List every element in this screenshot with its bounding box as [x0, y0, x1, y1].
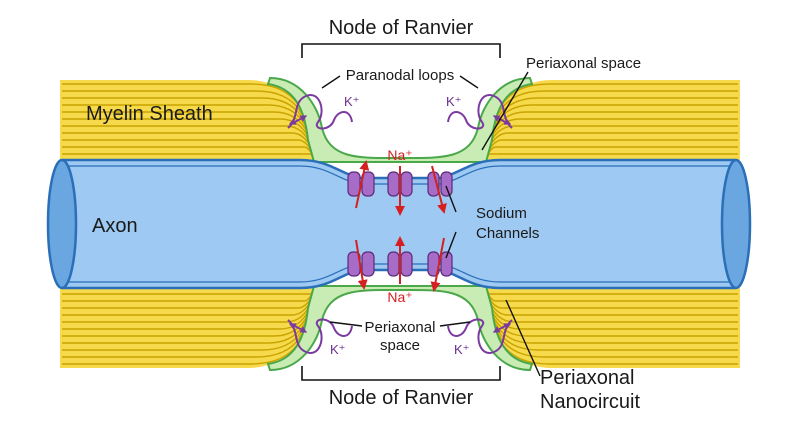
- node-bracket-bottom: [301, 366, 501, 381]
- potassium-ion-bottom-right-label: K⁺: [454, 342, 470, 357]
- axon-left-end: [46, 158, 78, 290]
- sodium-channel: [387, 171, 413, 197]
- potassium-ion-top-left-label: K⁺: [344, 94, 360, 109]
- potassium-ion-top-right-label: K⁺: [446, 94, 462, 109]
- paranodal-loops-label: Paranodal loops: [346, 67, 454, 84]
- periaxonal-nanocircuit-label-line2: Nanocircuit: [540, 391, 640, 413]
- sodium-channels-bottom: [347, 251, 453, 277]
- periaxonal-space-bottom-label-line2: space: [380, 337, 420, 354]
- myelin-sheath-bottom-left: [60, 278, 319, 368]
- sodium-flux-arrows: [355, 160, 447, 292]
- potassium-ion-bottom-left-label: K⁺: [330, 342, 346, 357]
- sodium-channel: [427, 171, 453, 197]
- node-of-ranvier-top-label: Node of Ranvier: [329, 17, 474, 39]
- sodium-channels-top: [347, 171, 453, 197]
- axon-right-end: [720, 158, 752, 290]
- myelin-sheath-top-right: [481, 80, 740, 170]
- myelin-sheath-label: Myelin Sheath: [86, 103, 213, 125]
- sodium-channel: [347, 171, 375, 197]
- periaxonal-space-bottom-label-line1: Periaxonal: [365, 319, 436, 336]
- leader-lines: [321, 71, 541, 377]
- sodium-channel: [427, 251, 453, 277]
- paranodal-loops: [287, 94, 513, 354]
- periaxonal-nanocircuit-label-line1: Periaxonal: [540, 367, 635, 389]
- periaxonal-space-top-label: Periaxonal space: [526, 55, 641, 72]
- sodium-channels-label-line2: Channels: [476, 225, 539, 242]
- axon-label: Axon: [92, 215, 138, 237]
- axon: [46, 158, 752, 290]
- sodium-ion-bottom-label: Na⁺: [387, 289, 412, 305]
- sodium-channel: [387, 251, 413, 277]
- sodium-channels-label-line1: Sodium: [476, 205, 527, 222]
- sodium-channel: [347, 251, 375, 277]
- node-of-ranvier-bottom-label: Node of Ranvier: [329, 387, 474, 409]
- myelin-sheath-bottom-right: [481, 278, 740, 368]
- sodium-ion-top-label: Na⁺: [387, 147, 412, 163]
- node-bracket-top: [301, 43, 501, 58]
